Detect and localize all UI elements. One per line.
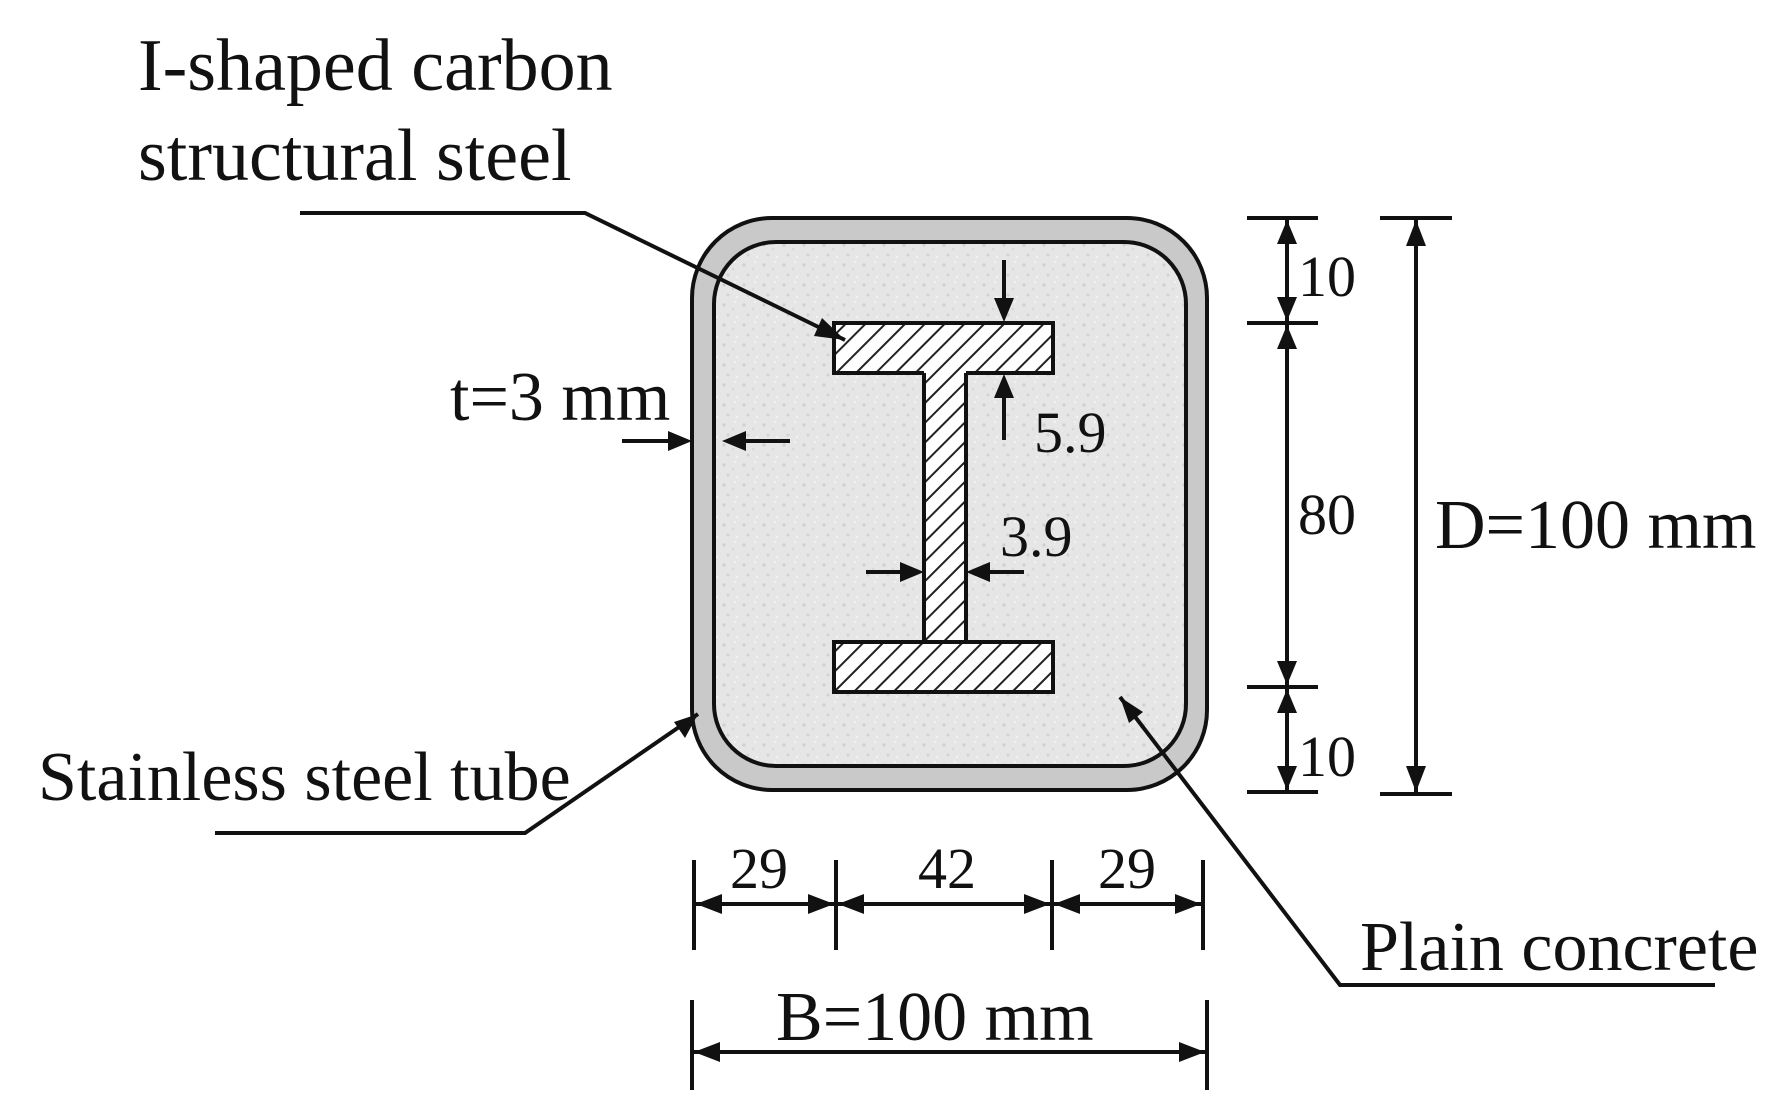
depth-dimension: [1380, 216, 1452, 796]
dim-top-label: 10: [1298, 244, 1356, 309]
width-dimensions: [692, 860, 1205, 950]
flange-thickness-label: 5.9: [1034, 400, 1107, 465]
width-right-label: 29: [1098, 836, 1156, 901]
width-mid-label: 42: [918, 836, 976, 901]
flange-arrows: [994, 260, 1014, 440]
concrete-label: Plain concrete: [1360, 909, 1758, 986]
dim-bot-label: 10: [1298, 724, 1356, 789]
leader-tube: [215, 712, 700, 835]
steel-label-line1: I-shaped carbon: [138, 25, 613, 107]
breadth-dimension: [690, 1000, 1209, 1090]
thickness-label: t=3 mm: [450, 359, 670, 436]
i-section: [832, 321, 1055, 694]
depth-label: D=100 mm: [1435, 487, 1756, 564]
tube-label: Stainless steel tube: [38, 739, 571, 816]
leader-steel: [300, 211, 846, 342]
web-thickness-label: 3.9: [1000, 504, 1073, 569]
web-arrows: [866, 562, 1024, 582]
breadth-label: B=100 mm: [776, 979, 1094, 1056]
dim-mid-label: 80: [1298, 482, 1356, 547]
vertical-dimensions: [1247, 216, 1318, 794]
leader-concrete: [1118, 695, 1715, 987]
thickness-arrows: [622, 431, 790, 451]
steel-label-line2: structural steel: [138, 115, 572, 197]
width-left-label: 29: [730, 836, 788, 901]
